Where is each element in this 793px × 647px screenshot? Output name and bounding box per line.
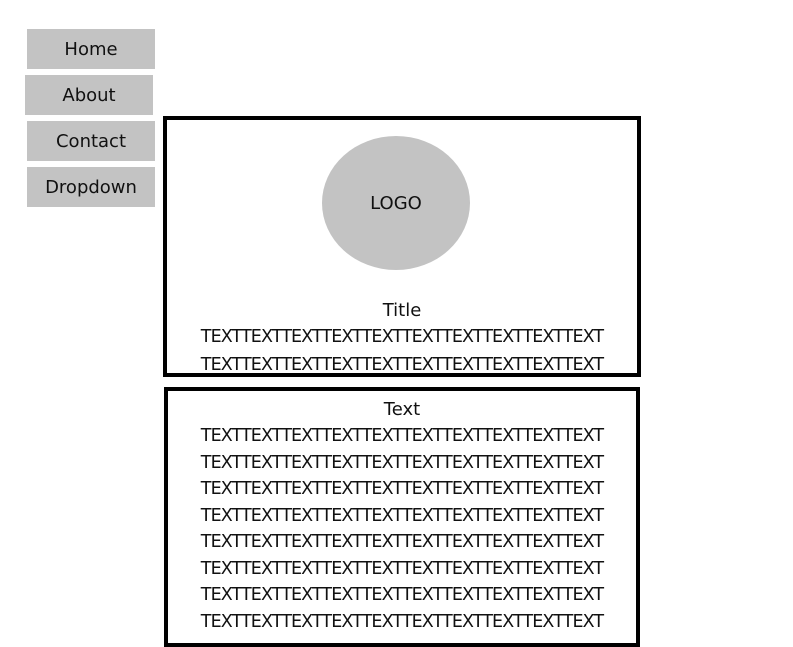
text-panel-body: TEXTTEXTTEXTTEXTTEXTTEXTTEXTTEXTTEXTTEXT… — [168, 423, 636, 635]
hero-title: Title — [382, 300, 422, 321]
nav-home-button[interactable]: Home — [27, 29, 155, 69]
hero-panel: LOGO Title TEXTTEXTTEXTTEXTTEXTTEXTTEXTT… — [163, 116, 641, 377]
hero-text: TEXTTEXTTEXTTEXTTEXTTEXTTEXTTEXTTEXTTEXT… — [167, 323, 637, 375]
nav-contact-button[interactable]: Contact — [27, 121, 155, 161]
text-line: TEXTTEXTTEXTTEXTTEXTTEXTTEXTTEXTTEXTTEXT — [200, 611, 604, 632]
hero-text-line: TEXTTEXTTEXTTEXTTEXTTEXTTEXTTEXTTEXTTEXT — [200, 355, 604, 375]
text-line: TEXTTEXTTEXTTEXTTEXTTEXTTEXTTEXTTEXTTEXT — [200, 452, 604, 473]
text-line: TEXTTEXTTEXTTEXTTEXTTEXTTEXTTEXTTEXTTEXT — [200, 505, 604, 526]
logo: LOGO — [322, 136, 470, 270]
text-panel: Text TEXTTEXTTEXTTEXTTEXTTEXTTEXTTEXTTEX… — [164, 387, 640, 647]
hero-text-line: TEXTTEXTTEXTTEXTTEXTTEXTTEXTTEXTTEXTTEXT — [200, 327, 604, 347]
text-line: TEXTTEXTTEXTTEXTTEXTTEXTTEXTTEXTTEXTTEXT — [200, 558, 604, 579]
text-line: TEXTTEXTTEXTTEXTTEXTTEXTTEXTTEXTTEXTTEXT — [200, 532, 604, 552]
text-line: TEXTTEXTTEXTTEXTTEXTTEXTTEXTTEXTTEXTTEXT — [200, 426, 604, 446]
text-line: TEXTTEXTTEXTTEXTTEXTTEXTTEXTTEXTTEXTTEXT — [200, 479, 604, 499]
text-line: TEXTTEXTTEXTTEXTTEXTTEXTTEXTTEXTTEXTTEXT — [200, 585, 604, 605]
logo-text: LOGO — [370, 192, 422, 214]
nav-about-button[interactable]: About — [25, 75, 153, 115]
nav-dropdown-button[interactable]: Dropdown — [27, 167, 155, 207]
text-panel-title: Text — [383, 399, 421, 420]
